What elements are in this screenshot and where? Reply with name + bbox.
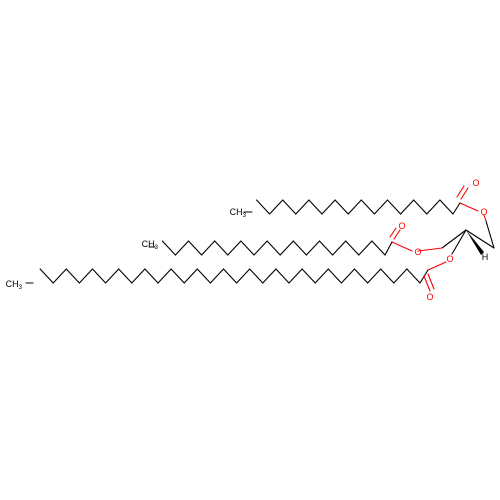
chain2-bond-0	[371, 240, 386, 256]
bond-layer	[25, 185, 495, 292]
chain1-bond-13	[269, 199, 284, 215]
chain3-bond-3	[367, 268, 382, 284]
ester2-c-alpha	[384, 241, 393, 256]
chain3-bond-21	[131, 268, 146, 284]
chain2-bond-8	[266, 240, 281, 256]
chain3-bond-12	[249, 268, 264, 284]
ester2-o-c	[391, 241, 413, 252]
ester3-carbonyl-oxygen: O	[426, 292, 433, 302]
stereo-hydrogen: H	[482, 252, 489, 262]
chain1-bond-2	[413, 199, 428, 215]
chain2-bond-13	[201, 240, 216, 256]
chain3-bond-23	[105, 268, 120, 284]
backbone-bond-c2-c1	[465, 229, 495, 249]
chain1-bond-4	[386, 199, 402, 215]
chain3-bond-9	[288, 268, 303, 284]
chain3-bond-7	[314, 268, 329, 284]
chain3-bond-10	[275, 268, 290, 284]
ester1-ester-oxygen: O	[480, 207, 487, 217]
chain2-bond-7	[279, 240, 294, 256]
chain3-bond-24	[91, 268, 107, 284]
ester3-o-c	[427, 261, 447, 271]
chain3-bond-18	[170, 268, 185, 284]
chain2-bond-12	[214, 240, 229, 256]
chain1-bond-5	[373, 199, 389, 215]
backbone-bond-c1-ch2	[441, 229, 467, 249]
backbone-bond-c1-o2	[451, 229, 467, 255]
chain3-bond-13	[236, 268, 251, 284]
chain2-bond-2	[345, 240, 360, 256]
chain3-bond-0	[406, 268, 421, 284]
chain3-bond-26	[65, 268, 80, 284]
chain2-methyl-label: CH3	[142, 239, 159, 251]
chain3-bond-1	[393, 268, 408, 284]
chain3-bond-27	[52, 268, 67, 284]
chain3-bond-5	[340, 268, 356, 284]
chain1-bond-11	[295, 199, 310, 215]
chain3-bond-17	[183, 268, 198, 284]
chain3-methyl-label: CH3	[6, 279, 23, 291]
ester2-carbonyl-a	[393, 229, 401, 240]
chain2-bond-10	[240, 240, 255, 256]
chain2-bond-5	[305, 240, 321, 256]
ester2-carbonyl-oxygen: O	[398, 221, 405, 231]
chain1-bond-14	[255, 199, 271, 215]
chain1-bond-10	[308, 199, 323, 215]
chain2-bond-6	[292, 240, 307, 256]
ester3-ester-oxygen: O	[446, 254, 453, 264]
chain3-bond-4	[353, 268, 369, 284]
stereo-wedge	[466, 230, 484, 255]
backbone-bond-c3-ch2	[485, 220, 495, 249]
ester1-carbonyl-a	[460, 187, 469, 200]
chain3-bond-2	[380, 268, 395, 284]
chain3-bond-8	[301, 268, 316, 284]
chain3-bond-11	[262, 268, 277, 284]
chain1-bond-9	[321, 199, 336, 215]
chain3-bond-14	[222, 268, 238, 284]
chain2-bond-9	[253, 240, 268, 256]
backbone-bond-ch2-o1	[417, 247, 443, 252]
chain2-bond-3	[332, 240, 347, 256]
chain2-bond-11	[227, 240, 242, 256]
chain2-bond-1	[358, 240, 373, 256]
backbone-bond-ch2-o	[483, 214, 487, 222]
ester1-o-c	[459, 202, 479, 212]
chain1-bond-0	[439, 199, 454, 215]
ester2-carbonyl-b	[389, 227, 397, 238]
chain1-bond-3	[400, 199, 415, 215]
chain1-bond-12	[282, 199, 297, 215]
chain1-bond-1	[426, 199, 441, 215]
ester3-carbonyl-b	[423, 275, 431, 292]
chain2-bond-4	[318, 240, 334, 256]
chain1-bond-7	[347, 199, 362, 215]
ester1-carbonyl-oxygen: O	[472, 178, 479, 188]
ester3-carbonyl-a	[427, 273, 435, 290]
chain3-bond-22	[118, 268, 133, 284]
chain3-bond-19	[157, 268, 172, 284]
chain3-bond-20	[144, 268, 159, 284]
chain2-bond-15	[174, 240, 190, 256]
chain3-bond-28	[39, 268, 54, 284]
chain3-bond-16	[196, 268, 211, 284]
chain2-bond-16	[161, 240, 176, 256]
chain3-bond-15	[209, 268, 225, 284]
ester2-ester-oxygen: O	[414, 247, 421, 257]
chain1-bond-8	[334, 199, 349, 215]
chain1-bond-6	[360, 199, 375, 215]
chain2-bond-14	[187, 240, 203, 256]
chain3-bond-25	[78, 268, 94, 284]
chain1-methyl-label: CH3	[230, 207, 247, 219]
chain3-bond-6	[327, 268, 342, 284]
ester1-c-alpha	[452, 202, 461, 215]
ester1-carbonyl-b	[456, 185, 465, 198]
